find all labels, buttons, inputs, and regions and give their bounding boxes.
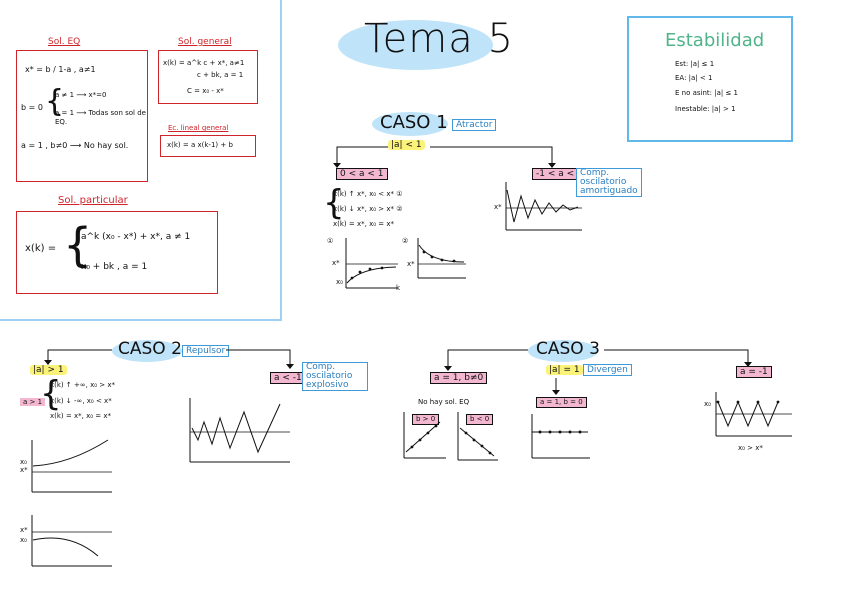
caso1-g2-xstar: x* — [407, 260, 415, 268]
caso1-tag: Atractor — [452, 119, 497, 131]
sol-eq-b0: b = 0 — [21, 103, 43, 112]
estabilidad-item-3: Inestable: |a| > 1 — [675, 105, 736, 113]
caso3-condition: |a| = 1 — [546, 365, 583, 375]
caso1-rules-brace: { — [323, 183, 345, 223]
page-title: Tema 5 — [364, 16, 514, 62]
caso2-rule-0: x(k) ↑ +∞, x₀ > x* — [50, 381, 116, 389]
caso2-rule-2: x(k) = x*, x₀ = x* — [50, 412, 111, 420]
caso1-rule-0: x(k) ↑ x*, x₀ < x* ① — [333, 190, 403, 198]
caso2-right-desc: Comp. oscilatorio explosivo — [302, 362, 368, 391]
sol-eq-line2a: a ≠ 1 ⟶ x*=0 — [55, 91, 107, 99]
caso1-g1-label: ① — [327, 237, 334, 245]
sol-eq-heading: Sol. EQ — [48, 37, 81, 47]
sol-particular-box: x(k) = { a^k (x₀ - x*) + x*, a ≠ 1 x₀ + … — [16, 211, 218, 294]
caso1-right-desc: Comp. oscilatorio amortiguado — [576, 168, 642, 197]
sol-eq-brace: { — [45, 84, 65, 119]
caso3-cloud — [528, 340, 598, 362]
caso3-title: CASO 3 — [536, 339, 600, 359]
sol-general-line3: C = x₀ - x* — [187, 87, 224, 95]
sol-eq-box: x* = b / 1-a , a≠1 b = 0 { a ≠ 1 ⟶ x*=0 … — [16, 50, 148, 182]
caso1-condition: |a| < 1 — [388, 140, 425, 150]
sol-general-line1: x(k) = a^k c + x*, a≠1 — [163, 59, 245, 67]
caso1-rule-1: x(k) ↓ x*, x₀ > x* ② — [333, 205, 403, 213]
sol-particular-line1: a^k (x₀ - x*) + x*, a ≠ 1 — [81, 232, 191, 242]
caso1-g1-x0: x₀ — [336, 278, 343, 286]
caso3-right-caption: x₀ > x* — [738, 444, 763, 452]
caso1-title: CASO 1 — [380, 112, 448, 133]
sol-general-box: x(k) = a^k c + x*, a≠1 c + bk, a = 1 C =… — [158, 50, 258, 104]
estabilidad-item-0: Est: |a| ≤ 1 — [675, 60, 715, 68]
caso3-tag: Divergen — [583, 364, 632, 376]
caso2-prefix: a > 1 — [20, 398, 46, 407]
caso3-b-pos: b > 0 — [412, 414, 440, 425]
ec-lineal-heading: Ec. lineal general — [168, 124, 229, 132]
estabilidad-title: Estabilidad — [665, 30, 765, 51]
sol-particular-lhs: x(k) = — [25, 243, 57, 254]
caso3-right-branch: a = -1 — [736, 366, 772, 378]
caso2-g2-xstar: x* — [20, 526, 28, 534]
caso1-g2-label: ② — [402, 237, 409, 245]
ec-lineal-box: x(k) = a x(k-1) + b — [160, 135, 256, 157]
caso2-prefix-label: a > 1 — [20, 398, 46, 406]
caso3-no-sol: No hay sol. EQ — [418, 398, 470, 406]
caso1-g1-xstar: x* — [332, 259, 340, 267]
estabilidad-box: Estabilidad Est: |a| ≤ 1 EA: |a| < 1 E n… — [627, 16, 793, 142]
caso3-b-neg: b < 0 — [466, 414, 494, 425]
sol-general-line2: c + bk, a = 1 — [197, 71, 244, 79]
sol-general-heading: Sol. general — [178, 37, 232, 47]
caso3-left-branch: a = 1, b≠0 — [430, 372, 488, 384]
caso3-mid-branch: a = 1, b = 0 — [536, 397, 587, 408]
caso2-rules-brace: { — [40, 374, 62, 414]
sol-eq-line2b: a = 1 ⟶ Todas son sol de EQ. — [55, 109, 146, 126]
sol-particular-line2: x₀ + bk , a = 1 — [81, 262, 148, 272]
caso1-rule-2: x(k) = x*, x₀ = x* — [333, 220, 394, 228]
left-panel-border — [0, 0, 282, 321]
estabilidad-item-2: E no asint: |a| ≤ 1 — [675, 89, 739, 97]
estabilidad-item-1: EA: |a| < 1 — [675, 74, 713, 82]
caso1-g1-k: k — [396, 284, 401, 292]
caso2-title: CASO 2 — [118, 339, 182, 359]
caso2-cloud — [112, 340, 182, 362]
title-cloud — [338, 20, 493, 70]
caso1-left-branch: 0 < a < 1 — [336, 168, 388, 180]
caso2-g1-xstar: x* — [20, 466, 28, 474]
sol-particular-heading: Sol. particular — [58, 195, 128, 206]
caso2-rule-1: x(k) ↓ -∞, x₀ < x* — [50, 397, 112, 405]
caso2-g1-x0: x₀ — [20, 458, 27, 466]
sol-particular-brace: { — [63, 218, 93, 272]
caso1-rg-xstar: x* — [494, 203, 502, 211]
caso3-rg-x0: x₀ — [704, 400, 711, 408]
sol-eq-line1: x* = b / 1-a , a≠1 — [25, 65, 96, 74]
caso1-cloud — [372, 112, 448, 136]
caso2-tag: Repulsor — [182, 345, 230, 357]
caso2-condition: |a| > 1 — [30, 365, 67, 375]
ec-lineal-formula: x(k) = a x(k-1) + b — [167, 141, 233, 149]
caso2-g2-x0: x₀ — [20, 536, 27, 544]
sol-eq-line3: a = 1 , b≠0 ⟶ No hay sol. — [21, 141, 129, 150]
